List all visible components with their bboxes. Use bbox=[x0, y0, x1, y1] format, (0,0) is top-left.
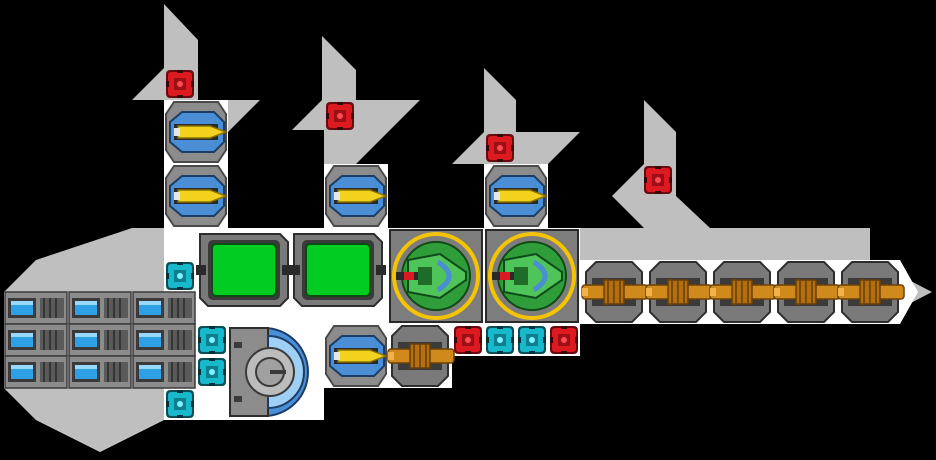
missile-launcher[interactable] bbox=[325, 325, 387, 387]
armor-node[interactable] bbox=[486, 134, 514, 162]
battery-cells bbox=[4, 291, 196, 389]
cannon[interactable] bbox=[581, 261, 649, 323]
cannon[interactable] bbox=[387, 325, 455, 387]
shield-node[interactable] bbox=[166, 262, 194, 290]
cannon[interactable] bbox=[645, 261, 713, 323]
shield-node[interactable] bbox=[486, 326, 514, 354]
missile-launcher[interactable] bbox=[165, 101, 227, 163]
shield-node[interactable] bbox=[198, 326, 226, 354]
armor-node[interactable] bbox=[550, 326, 578, 354]
missile-launcher[interactable] bbox=[325, 165, 387, 227]
hangar-bay[interactable] bbox=[195, 233, 293, 307]
battery-cell[interactable] bbox=[4, 291, 68, 325]
shield-node[interactable] bbox=[166, 390, 194, 418]
missile-launcher[interactable] bbox=[165, 165, 227, 227]
armor-node[interactable] bbox=[166, 70, 194, 98]
reactor-core[interactable] bbox=[227, 323, 321, 421]
battery-cell[interactable] bbox=[68, 291, 132, 325]
battery-cell[interactable] bbox=[132, 355, 196, 389]
shield-node[interactable] bbox=[198, 358, 226, 386]
alien-turret[interactable] bbox=[486, 230, 578, 322]
battery-cell[interactable] bbox=[68, 355, 132, 389]
alien-turret[interactable] bbox=[390, 230, 482, 322]
armor-node[interactable] bbox=[644, 166, 672, 194]
battery-cell[interactable] bbox=[132, 291, 196, 325]
missile-launcher[interactable] bbox=[485, 165, 547, 227]
cannon[interactable] bbox=[709, 261, 777, 323]
cannon[interactable] bbox=[773, 261, 841, 323]
battery-cell[interactable] bbox=[4, 323, 68, 357]
hangar-bay[interactable] bbox=[289, 233, 387, 307]
cannon[interactable] bbox=[837, 261, 905, 323]
battery-cell[interactable] bbox=[132, 323, 196, 357]
shield-node[interactable] bbox=[518, 326, 546, 354]
fin-4 bbox=[612, 100, 710, 228]
battery-cell[interactable] bbox=[4, 355, 68, 389]
armor-node[interactable] bbox=[326, 102, 354, 130]
battery-cell[interactable] bbox=[68, 323, 132, 357]
armor-node[interactable] bbox=[454, 326, 482, 354]
fin-2 bbox=[292, 36, 420, 164]
